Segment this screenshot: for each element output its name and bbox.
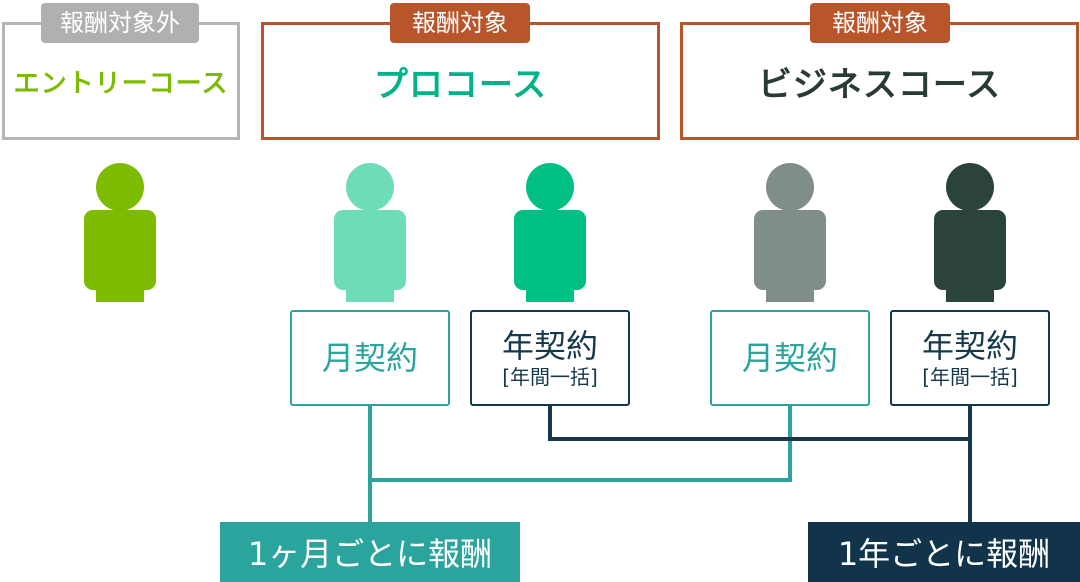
plan-box-pro-monthly: 月契約 xyxy=(290,310,450,406)
person-icon-entry xyxy=(84,163,156,302)
monthly-line-business xyxy=(370,406,792,482)
tag-pro: 報酬対象 xyxy=(390,3,530,43)
course-box-business: ビジネスコース xyxy=(680,22,1079,140)
yearly-line-pro xyxy=(548,406,970,441)
person-icon-business-yearly xyxy=(934,163,1006,302)
person-icon-business-monthly xyxy=(754,163,826,302)
plan-sublabel: [年間一括] xyxy=(922,365,1018,389)
course-name-entry: エントリーコース xyxy=(13,68,229,99)
plan-label: 年契約 xyxy=(921,327,1018,365)
course-box-pro: プロコース xyxy=(261,22,660,140)
plan-label: 月契約 xyxy=(321,339,418,377)
yearly-connector xyxy=(548,406,972,522)
plan-box-business-monthly: 月契約 xyxy=(710,310,870,406)
plan-box-pro-yearly: 年契約 [年間一括] xyxy=(470,310,630,406)
plan-label: 月契約 xyxy=(741,339,838,377)
tag-business: 報酬対象 xyxy=(810,3,950,43)
person-icon-pro-monthly xyxy=(334,163,406,302)
course-name-pro: プロコース xyxy=(373,64,548,105)
result-monthly: 1ヶ月ごとに報酬 xyxy=(220,522,520,582)
plan-sublabel: [年間一括] xyxy=(502,365,598,389)
person-icon-pro-yearly xyxy=(514,163,586,302)
tag-entry: 報酬対象外 xyxy=(41,3,199,43)
course-name-business: ビジネスコース xyxy=(757,64,1002,105)
plan-box-business-yearly: 年契約 [年間一括] xyxy=(890,310,1050,406)
monthly-connector xyxy=(368,406,792,522)
plan-label: 年契約 xyxy=(501,327,598,365)
result-yearly: 1年ごとに報酬 xyxy=(808,522,1080,582)
